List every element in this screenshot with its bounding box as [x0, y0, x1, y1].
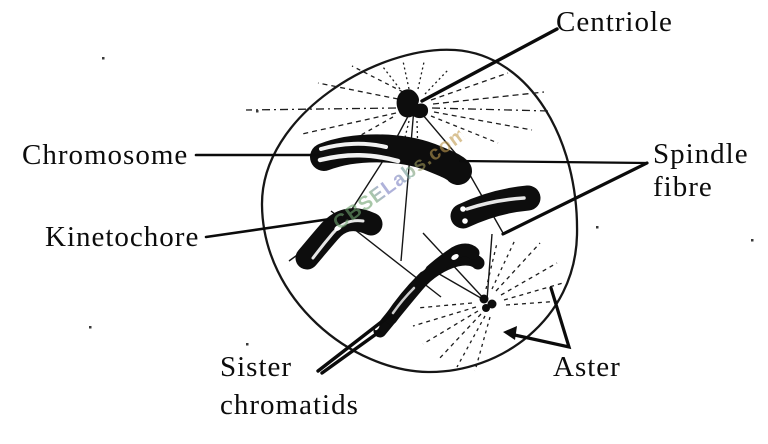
leader-kinetochore	[204, 216, 339, 239]
kinetochore-spot	[334, 225, 342, 231]
label-sister-chromatids: Sister chromatids	[220, 348, 359, 424]
leader-spindle-lower	[501, 161, 649, 236]
label-chromosome: Chromosome	[22, 139, 188, 172]
label-chromosome-text: Chromosome	[22, 139, 189, 171]
label-aster: Aster	[553, 351, 621, 384]
label-kinetochore: Kinetochore	[45, 221, 199, 254]
leader-sister-2	[320, 330, 381, 375]
label-centriole-text: Centriole	[556, 6, 673, 38]
aster-arrowhead	[503, 326, 517, 340]
leader-lines	[194, 27, 649, 375]
label-sister-chromatids-line1: Sister	[220, 351, 293, 383]
label-spindle-fibre-line2: fibre	[653, 171, 713, 203]
label-centriole: Centriole	[556, 6, 673, 39]
centriole-top	[396, 89, 429, 119]
chromosome-left	[295, 208, 383, 270]
leader-aster	[508, 286, 572, 350]
leader-centriole	[420, 27, 559, 103]
leader-spindle-upper	[458, 159, 649, 165]
label-spindle-fibre-line1: Spindle	[653, 138, 749, 170]
centriole-bottom	[479, 294, 497, 312]
label-aster-text: Aster	[553, 351, 621, 383]
cell-membrane	[260, 48, 579, 374]
label-sister-chromatids-line2: chromatids	[220, 389, 359, 421]
label-kinetochore-text: Kinetochore	[45, 221, 200, 253]
chromosome-bottom-sister-chromatids	[373, 243, 485, 338]
scan-specks	[89, 57, 754, 346]
chromosome-large	[310, 134, 472, 185]
chromosome-right	[450, 185, 541, 229]
aster-rays-bottom	[412, 239, 564, 372]
aster-rays-top	[245, 60, 550, 158]
leader-sister-1	[316, 314, 391, 373]
label-spindle-fibre: Spindle fibre	[653, 138, 749, 204]
